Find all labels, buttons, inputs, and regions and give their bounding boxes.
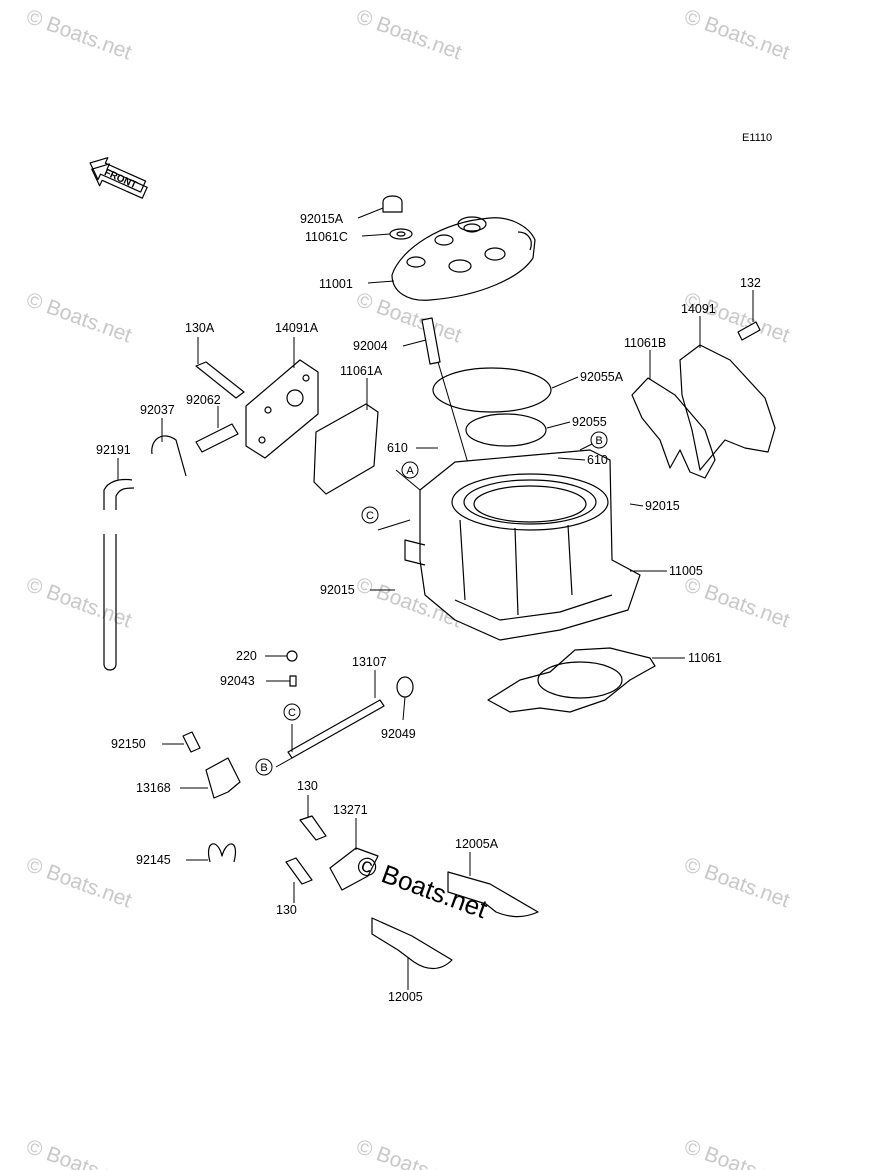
part-label: 11005	[669, 564, 703, 578]
part-label: 92145	[136, 853, 171, 867]
diagram-code: E1110	[742, 132, 772, 144]
callout-c-label: C	[366, 510, 374, 522]
part-label: 12005A	[455, 837, 499, 851]
callout-b: B	[590, 431, 608, 449]
part-label: 13107	[352, 655, 387, 669]
o-ring-small	[465, 413, 547, 447]
part-label: 92015	[645, 499, 680, 513]
part-label: 610	[387, 441, 408, 455]
callout-c: C	[283, 703, 301, 721]
oil-seal	[396, 676, 414, 698]
clamp	[151, 435, 187, 477]
plate	[329, 847, 379, 891]
callout-c: C	[361, 506, 379, 524]
fitting	[195, 423, 239, 453]
watermark: © Boats.net	[353, 5, 464, 64]
stud	[421, 317, 471, 471]
part-label: 220	[236, 649, 257, 663]
bolt	[737, 321, 761, 341]
part-label: 11061A	[340, 364, 383, 378]
hose	[103, 478, 135, 510]
screw	[182, 731, 201, 753]
exhaust-valve	[371, 917, 453, 970]
watermark: © Boats.net	[681, 1135, 792, 1170]
leader-lines	[117, 207, 754, 990]
callout-b-label: B	[260, 762, 267, 774]
exhaust-valve	[447, 871, 539, 918]
front-arrow-icon: FRONT	[89, 157, 148, 199]
part-label: 130	[276, 903, 297, 917]
part-label: 92015A	[300, 212, 344, 226]
watermark: © Boats.net	[353, 1135, 464, 1170]
callout-c-label: C	[288, 707, 296, 719]
part-labels: 92015A 11061C 11001 132 14091 130A 14091…	[96, 212, 761, 1004]
part-label: 92049	[381, 727, 416, 741]
part-label: 92055	[572, 415, 607, 429]
part-label: 13271	[333, 803, 368, 817]
part-label: 12005	[388, 990, 423, 1004]
shaft	[287, 699, 385, 759]
part-label: 92150	[111, 737, 146, 751]
base-gasket-bore	[537, 661, 623, 699]
jacket-gasket	[313, 403, 379, 495]
callout-a-label: A	[406, 465, 414, 477]
part-label: 14091	[681, 302, 716, 316]
part-label: 132	[740, 276, 761, 290]
part-label: 92191	[96, 443, 131, 457]
callout-a: A	[401, 461, 419, 479]
watermark: © Boats.net	[23, 5, 134, 64]
cylinder-head	[391, 216, 536, 301]
part-label: 610	[587, 453, 608, 467]
bolt	[285, 857, 313, 885]
callout-b-label: B	[595, 435, 602, 447]
watermark: © Boats.net	[23, 853, 134, 912]
watermark: © Boats.net	[23, 288, 134, 347]
o-ring-large	[432, 367, 552, 413]
part-label: 92015	[320, 583, 355, 597]
watermark: © Boats.net	[681, 853, 792, 912]
valve-cover-gasket	[631, 377, 716, 479]
base-gasket	[487, 647, 656, 713]
part-label: 92004	[353, 339, 388, 353]
watermark: © Boats.net	[23, 1135, 134, 1170]
bolt	[195, 361, 245, 399]
bolt	[286, 650, 298, 662]
part-label: 92037	[140, 403, 175, 417]
jacket-cover	[245, 359, 319, 459]
washer	[389, 228, 413, 240]
part-label: 13168	[136, 781, 171, 795]
part-label: 11061C	[305, 230, 348, 244]
part-label: 92055A	[580, 370, 624, 384]
cylinder-block	[404, 449, 641, 641]
watermark: © Boats.net	[681, 5, 792, 64]
valve-cover	[679, 344, 776, 471]
part-label: 130A	[185, 321, 215, 335]
spring	[208, 843, 236, 863]
part-label: 14091A	[275, 321, 319, 335]
lever	[205, 757, 241, 799]
hose	[103, 534, 117, 671]
part-label: 92043	[220, 674, 255, 688]
bolt	[299, 815, 327, 841]
pin	[289, 675, 297, 687]
part-label: 130	[297, 779, 318, 793]
cap-nut	[382, 195, 403, 213]
watermark: © Boats.net	[681, 573, 792, 632]
part-label: 11061B	[624, 336, 666, 350]
watermark: © Boats.net	[681, 288, 792, 347]
part-label: 11061	[688, 651, 722, 665]
washer-hole	[396, 231, 406, 237]
part-label: 92062	[186, 393, 221, 407]
part-label: 11001	[319, 277, 353, 291]
callout-b: B	[255, 758, 273, 776]
watermark: © Boats.net	[23, 573, 134, 632]
